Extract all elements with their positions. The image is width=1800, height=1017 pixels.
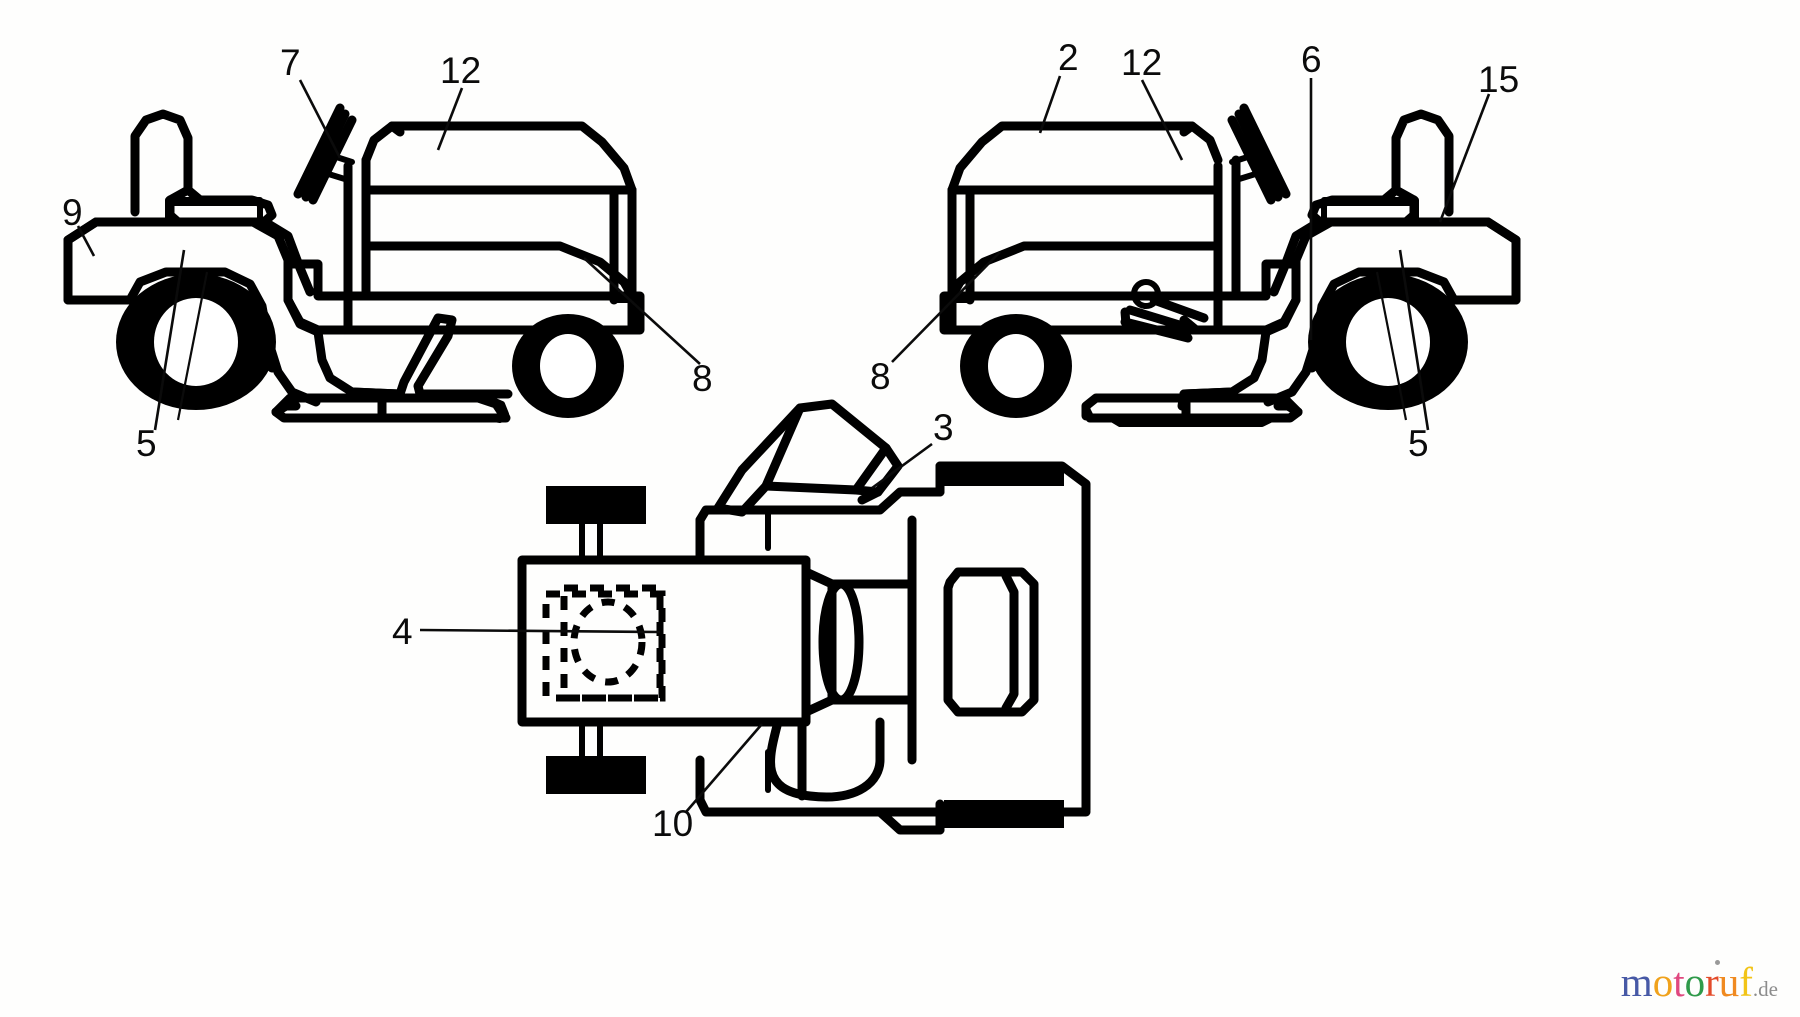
leader-12-right	[1140, 79, 1184, 161]
watermark-letter-4: r	[1705, 959, 1719, 1005]
watermark-letter-0: m	[1620, 959, 1653, 1005]
callout-5-left: 5	[136, 423, 157, 464]
axle-block-top	[546, 486, 646, 524]
motoruf-watermark: motoruf.de	[1621, 959, 1778, 1005]
callout-10: 10	[652, 803, 693, 844]
right-side-view: 2 12 6 15 8 5	[870, 37, 1521, 464]
callout-5-right: 5	[1408, 423, 1429, 464]
chassis-top-outline	[695, 461, 1091, 815]
top-view: 4 3 10	[392, 399, 1091, 844]
decal-dash-box	[542, 590, 666, 702]
leader-5-right	[1398, 249, 1430, 431]
watermark-dot	[1715, 960, 1720, 965]
watermark-letter-5: u	[1718, 959, 1740, 1005]
decal-dash-circle	[570, 598, 646, 686]
linkage-ellipse-top	[818, 579, 864, 705]
watermark-letter-3: o	[1684, 959, 1706, 1005]
hood-left	[361, 121, 637, 305]
leader-3	[419, 628, 661, 634]
callout-6: 6	[1301, 39, 1322, 80]
watermark-letter-2: t	[1673, 959, 1685, 1005]
callout-7: 7	[280, 42, 301, 83]
leader-10	[685, 723, 763, 813]
callout-3: 4	[392, 611, 413, 652]
leader-7	[298, 79, 342, 159]
callout-15: 15	[1478, 59, 1519, 100]
leader-8-right	[891, 251, 1001, 363]
steering-wheel-right	[1239, 103, 1291, 199]
left-side-view: 7 12 9 8 5	[62, 42, 713, 464]
leader-2	[1038, 75, 1062, 134]
watermark-brand: motoruf	[1621, 959, 1753, 1005]
throttle-knob-right	[1131, 279, 1161, 309]
rounded-plate-top	[943, 567, 1039, 717]
leader-12-left	[436, 87, 464, 151]
watermark-letter-1: o	[1652, 959, 1674, 1005]
hose-top	[766, 717, 885, 802]
leader-15	[1438, 93, 1491, 223]
callout-2: 2	[1058, 37, 1079, 78]
leader-8-left	[583, 257, 701, 365]
callout-8-left: 8	[692, 358, 713, 399]
callout-8-right: 8	[870, 356, 891, 397]
leader-4	[871, 442, 933, 490]
steering-wheel-left	[293, 103, 345, 199]
axle-block-bottom	[546, 756, 646, 794]
callout-12-right: 12	[1121, 42, 1162, 83]
callout-12-left: 12	[440, 50, 481, 91]
leader-9	[76, 225, 96, 257]
callout-9: 9	[62, 192, 83, 233]
mower-chute-left	[347, 313, 513, 399]
callout-4: 3	[933, 407, 954, 448]
seat-plate-top	[713, 399, 903, 513]
rear-bar-top	[944, 462, 1064, 486]
watermark-suffix: .de	[1752, 977, 1778, 1001]
leader-5-left	[153, 249, 186, 431]
watermark-letter-6: f	[1739, 959, 1753, 1005]
